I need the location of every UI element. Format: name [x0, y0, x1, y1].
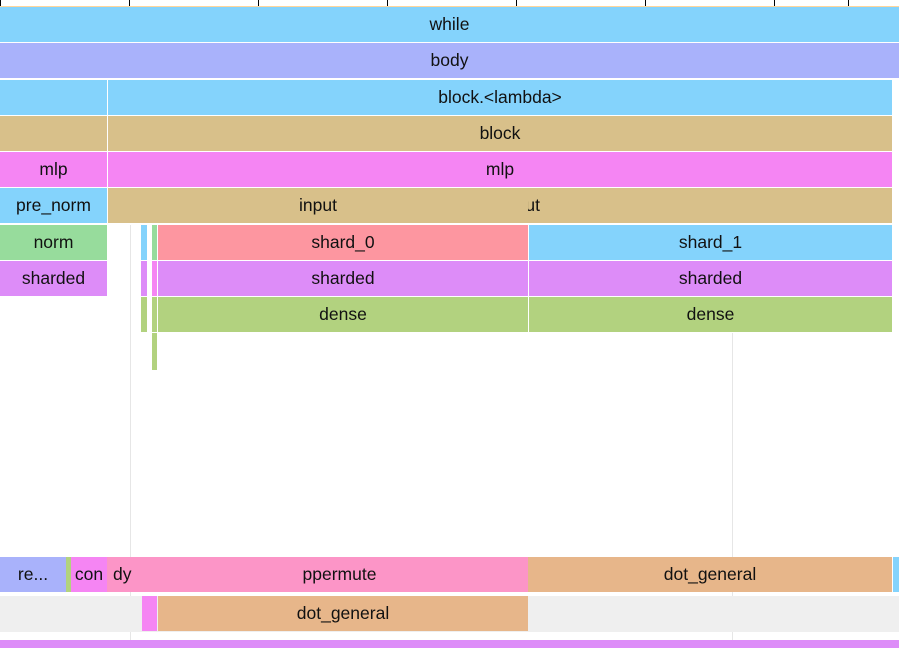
slice-input-a[interactable]: input	[108, 188, 528, 223]
slice-block-left[interactable]	[0, 116, 107, 151]
slice-shard-1[interactable]: shard_1	[529, 225, 892, 260]
ruler-tick	[516, 0, 517, 6]
slice-block[interactable]: block	[108, 116, 892, 151]
slice-ppermute[interactable]: ppermute	[151, 557, 528, 592]
slice-thin[interactable]	[152, 333, 157, 370]
slice-thin[interactable]	[152, 297, 157, 332]
slice-dot-general-top[interactable]: dot_general	[528, 557, 892, 592]
slice-mlp-left[interactable]: mlp	[0, 152, 107, 187]
slice-thin[interactable]	[152, 261, 157, 296]
ruler-tick	[645, 0, 646, 6]
ruler-tick	[0, 0, 1, 6]
slice-thin[interactable]	[141, 225, 147, 260]
slice-dense-1[interactable]: dense	[529, 297, 892, 332]
slice-input-b-label: input	[528, 195, 540, 215]
timeline-ruler	[0, 0, 899, 7]
ruler-tick	[129, 0, 130, 6]
slice-pre-norm[interactable]: pre_norm	[0, 188, 107, 223]
grid-line	[130, 225, 131, 648]
slice-sharded-0[interactable]: sharded	[158, 261, 528, 296]
slice-thin[interactable]	[152, 225, 157, 260]
slice-con[interactable]: con	[71, 557, 107, 592]
grid-line	[732, 333, 733, 648]
slice-thin[interactable]	[893, 557, 899, 592]
slice-input-b[interactable]: input	[528, 188, 892, 223]
slice-dot-general-bottom[interactable]: dot_general	[158, 596, 528, 631]
slice-while[interactable]: while	[0, 7, 899, 42]
slice-sharded-left[interactable]: sharded	[0, 261, 107, 296]
slice-re[interactable]: re...	[0, 557, 66, 592]
slice-sharded-1[interactable]: sharded	[529, 261, 892, 296]
slice-block-left[interactable]	[0, 80, 107, 115]
ruler-tick	[387, 0, 388, 6]
slice-thin[interactable]	[141, 261, 147, 296]
ruler-tick	[774, 0, 775, 6]
slice-thin[interactable]	[142, 596, 157, 631]
slice-thin[interactable]	[141, 297, 147, 332]
slice-mlp[interactable]: mlp	[108, 152, 892, 187]
slice-block-lambda[interactable]: block.<lambda>	[108, 80, 892, 115]
slice-body[interactable]: body	[0, 43, 899, 78]
slice-norm[interactable]: norm	[0, 225, 107, 260]
slice-dense-0[interactable]: dense	[158, 297, 528, 332]
slice-shard-0[interactable]: shard_0	[158, 225, 528, 260]
slice-thin[interactable]	[66, 557, 71, 592]
ruler-tick	[848, 0, 849, 6]
slice-bottom-partial[interactable]	[0, 640, 899, 648]
slice-dy[interactable]: dy	[107, 557, 151, 592]
ruler-tick	[258, 0, 259, 6]
